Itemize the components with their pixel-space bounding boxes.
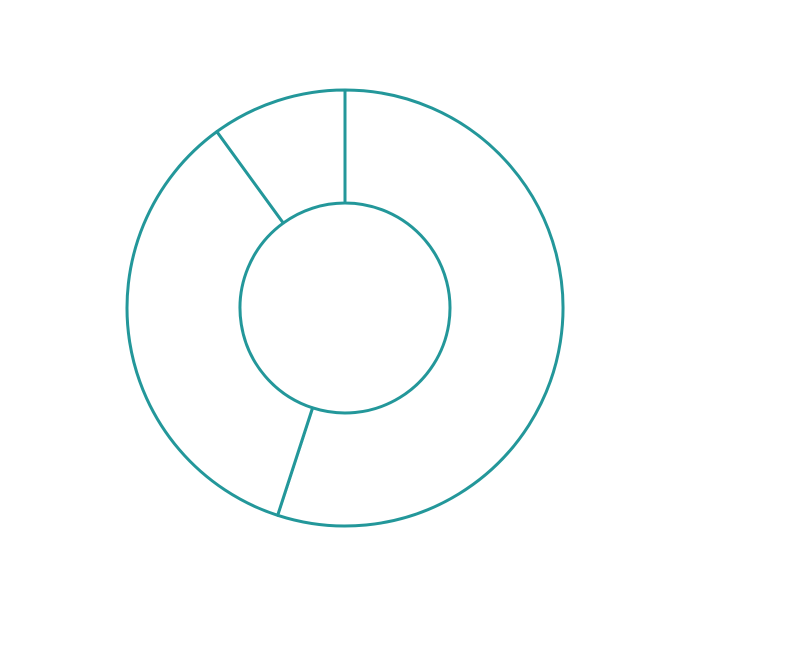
donut-slice-2 — [125, 130, 315, 517]
donut-slice-3 — [215, 88, 347, 225]
slices-layer — [125, 88, 565, 528]
donut-slice-1 — [276, 88, 565, 528]
